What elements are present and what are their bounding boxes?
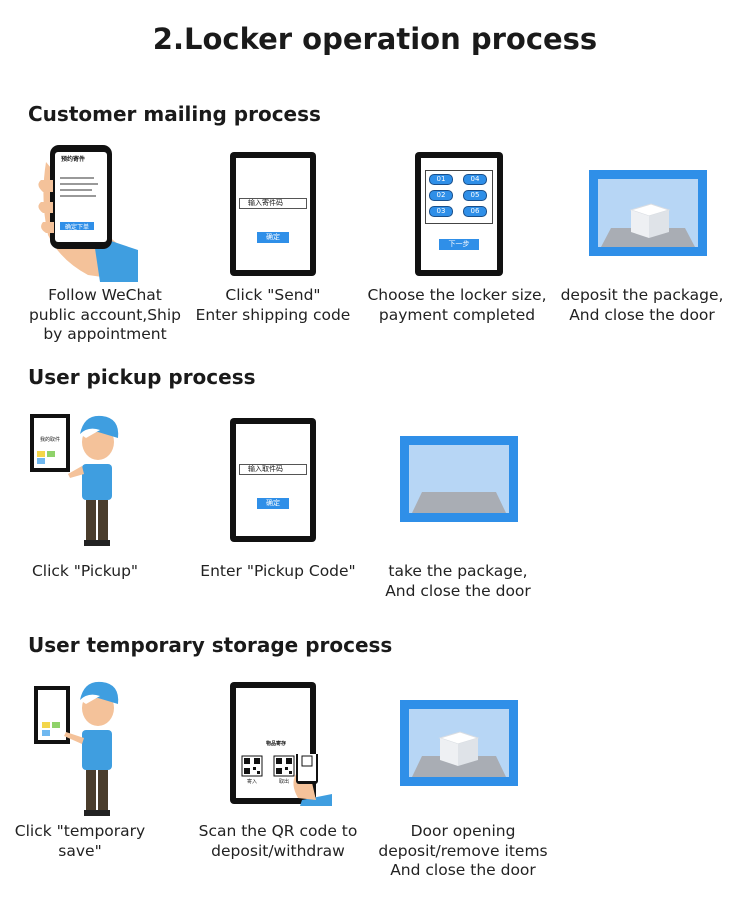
tablet-screen xyxy=(230,682,316,804)
locker-option[interactable]: 02 xyxy=(429,190,453,201)
qr-label-deposit: 寄入 xyxy=(246,779,257,785)
qr-label-withdraw: 取出 xyxy=(278,779,289,785)
shipping-code-input[interactable]: 输入寄件码 xyxy=(239,198,307,209)
section-heading-mailing: Customer mailing process xyxy=(28,102,321,126)
locker-door-package xyxy=(400,700,518,786)
phone-title: 预约寄件 xyxy=(60,156,85,163)
locker-door-empty xyxy=(400,436,518,522)
tablet-screen: 输入寄件码 确定 xyxy=(230,152,316,276)
step-caption: take the package, And close the door xyxy=(385,562,531,600)
step-caption: Door opening deposit/remove items And cl… xyxy=(378,822,548,879)
locker-option[interactable]: 03 xyxy=(429,206,453,217)
locker-grid xyxy=(425,170,493,224)
locker-option[interactable]: 04 xyxy=(463,174,487,185)
page-title: 2.Locker operation process xyxy=(152,22,598,56)
tablet-screen: 输入取件码 确定 xyxy=(230,418,316,542)
section-heading-storage: User temporary storage process xyxy=(28,633,393,657)
step-caption: Click "Send" Enter shipping code xyxy=(195,286,351,324)
person-tablet-illustration xyxy=(30,414,119,546)
pickup-screen-label: 我的取件 xyxy=(39,437,60,443)
tablet-screen: 01 04 02 05 03 06 下一步 xyxy=(415,152,503,276)
confirm-button[interactable]: 确定 xyxy=(257,232,289,243)
storage-screen-title: 物品寄存 xyxy=(265,741,286,747)
step-caption: Follow WeChat public account,Ship by app… xyxy=(28,286,182,343)
qr-codes xyxy=(241,754,332,806)
step-caption: Click "Pickup" xyxy=(31,562,139,580)
next-button[interactable]: 下一步 xyxy=(439,239,479,250)
step-caption: Choose the locker size, payment complete… xyxy=(367,286,547,324)
locker-door-package xyxy=(589,170,707,256)
locker-option[interactable]: 01 xyxy=(429,174,453,185)
pickup-code-input[interactable]: 输入取件码 xyxy=(239,464,307,475)
step-caption: Click "temporary save" xyxy=(14,822,146,860)
hand-phone-illustration xyxy=(38,145,138,282)
step-caption: deposit the package, And close the door xyxy=(560,286,724,324)
person-tablet-illustration xyxy=(34,681,119,816)
step-caption: Scan the QR code to deposit/withdraw xyxy=(198,822,358,860)
locker-option[interactable]: 05 xyxy=(463,190,487,201)
locker-option[interactable]: 06 xyxy=(463,206,487,217)
phone-order-button: 确定下单 xyxy=(64,224,89,231)
step-caption: Enter "Pickup Code" xyxy=(200,562,356,580)
section-heading-pickup: User pickup process xyxy=(28,365,256,389)
confirm-button[interactable]: 确定 xyxy=(257,498,289,509)
